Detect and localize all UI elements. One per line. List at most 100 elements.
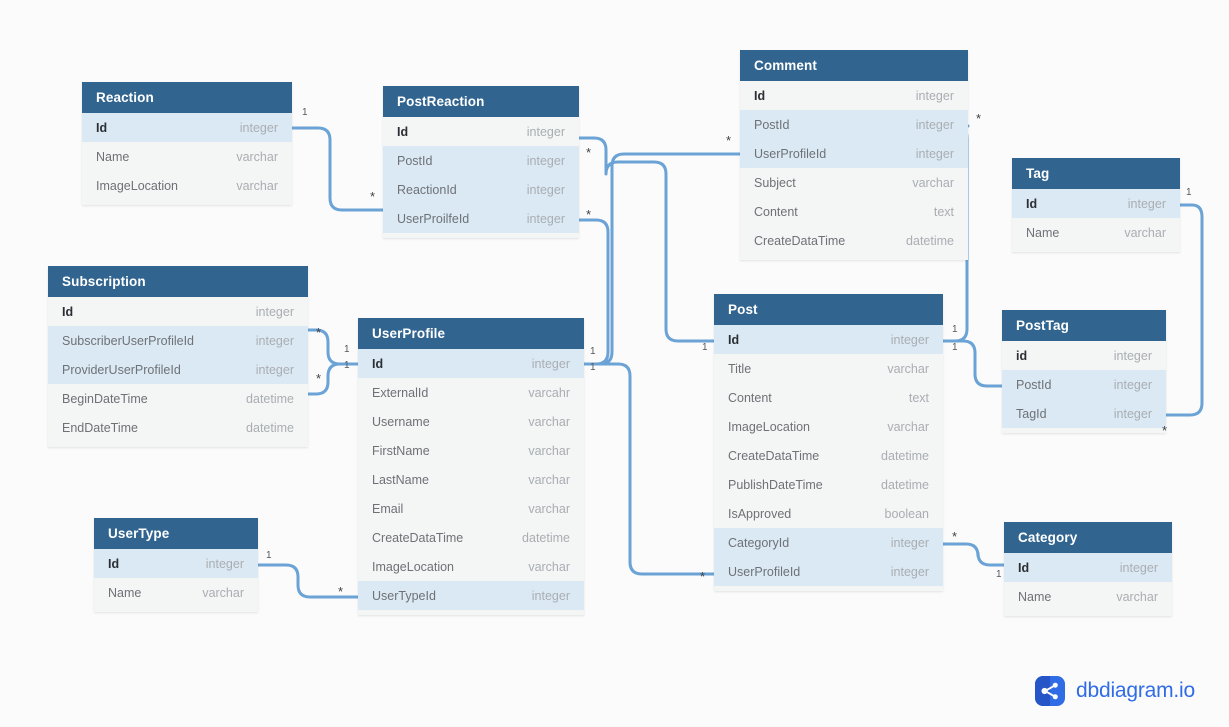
field-name: PostId bbox=[754, 117, 790, 132]
field-type: integer bbox=[1113, 377, 1152, 392]
field-type: varchar bbox=[236, 178, 278, 193]
table-row[interactable]: Email varchar bbox=[358, 494, 584, 523]
field-name: Id bbox=[62, 304, 74, 319]
table-header: Tag bbox=[1012, 158, 1180, 189]
field-name: TagId bbox=[1016, 406, 1047, 421]
field-name: ImageLocation bbox=[372, 559, 455, 574]
field-type: boolean bbox=[884, 506, 930, 521]
dbdiagram-logo[interactable]: dbdiagram.io bbox=[1035, 676, 1195, 706]
table-row[interactable]: IsApproved boolean bbox=[714, 499, 943, 528]
table-row[interactable]: TagId integer bbox=[1002, 399, 1166, 428]
field-type: text bbox=[933, 204, 954, 219]
field-type: integer bbox=[205, 556, 244, 571]
table-row[interactable]: id integer bbox=[1002, 341, 1166, 370]
field-name: Name bbox=[108, 585, 142, 600]
field-name: Email bbox=[372, 501, 404, 516]
field-name: ProviderUserProfileId bbox=[62, 362, 181, 377]
field-type: varchar bbox=[887, 361, 929, 376]
field-type: integer bbox=[915, 146, 954, 161]
field-type: varchar bbox=[528, 501, 570, 516]
table-header: PostReaction bbox=[383, 86, 579, 117]
relationship-line bbox=[941, 542, 1006, 567]
field-type: integer bbox=[1113, 348, 1152, 363]
field-type: varchar bbox=[912, 175, 954, 190]
field-name: ImageLocation bbox=[96, 178, 179, 193]
field-type: integer bbox=[531, 356, 570, 371]
field-type: integer bbox=[915, 117, 954, 132]
table-header: Subscription bbox=[48, 266, 308, 297]
table-header: Post bbox=[714, 294, 943, 325]
field-name: Name bbox=[96, 149, 130, 164]
table-row[interactable]: ImageLocation varchar bbox=[82, 171, 292, 200]
cardinality-label: * bbox=[338, 584, 344, 599]
field-type: integer bbox=[1113, 406, 1152, 421]
table-row[interactable]: PostId integer bbox=[740, 110, 968, 139]
cardinality-label: 1 bbox=[302, 107, 308, 118]
field-type: varchar bbox=[528, 414, 570, 429]
field-name: Id bbox=[96, 120, 108, 135]
field-name: CategoryId bbox=[728, 535, 790, 550]
field-name: IsApproved bbox=[728, 506, 792, 521]
cardinality-label: * bbox=[700, 569, 706, 584]
field-name: UserTypeId bbox=[372, 588, 436, 603]
cardinality-label: 1 bbox=[952, 342, 958, 353]
field-name: id bbox=[1016, 348, 1028, 363]
field-type: integer bbox=[1119, 560, 1158, 575]
